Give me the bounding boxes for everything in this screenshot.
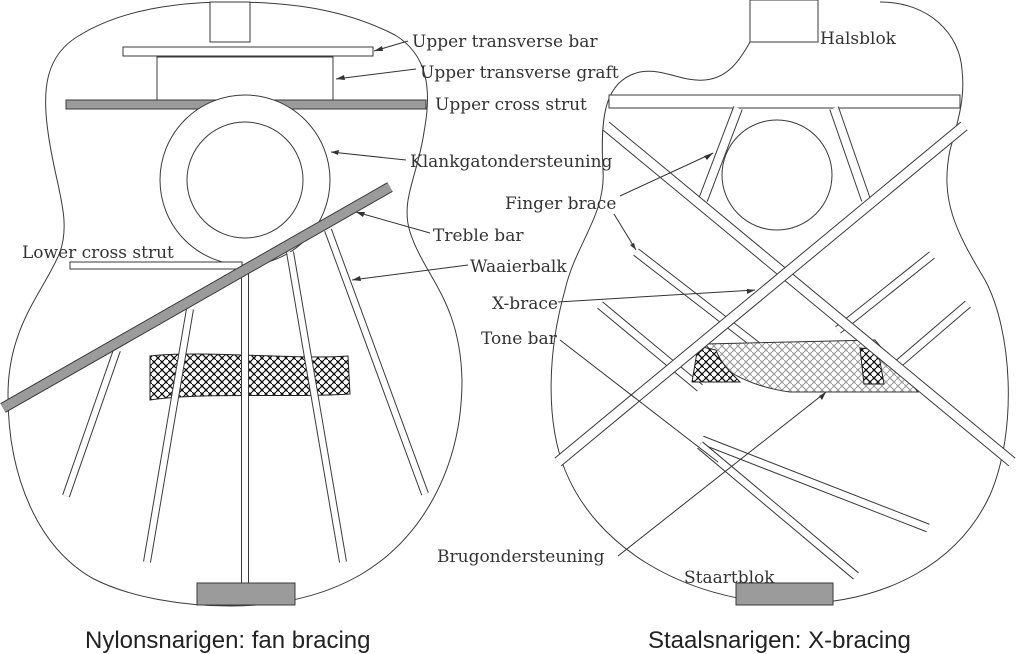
arrow-upper-transverse-graft [335, 68, 417, 80]
arrow-treble-bar [355, 211, 431, 234]
arrow-tone-bar [559, 339, 719, 463]
label-upper-cross-strut: Upper cross strut [435, 95, 587, 115]
upper-transverse-graft [156, 56, 334, 102]
steel-upper-cross-strut [608, 94, 961, 109]
lower-cross-strut [69, 261, 243, 270]
staartblok [735, 582, 834, 606]
label-tone-bar: Tone bar [481, 329, 558, 349]
upper-transverse-bar [122, 46, 374, 57]
caption-steel: Staalsnarigen: X-bracing [648, 627, 911, 654]
label-finger-brace: Finger brace [505, 194, 616, 214]
nylon-tail-block [196, 582, 296, 606]
label-klankgatondersteuning: Klankgatondersteuning [410, 152, 613, 172]
nylon-neck-block [209, 1, 251, 43]
label-upper-transverse-bar: Upper transverse bar [412, 32, 598, 52]
label-x-brace: X-brace [492, 294, 558, 314]
steel-bridge-plate [703, 339, 920, 393]
halsblok [749, 0, 819, 43]
label-waaierbalk: Waaierbalk [470, 257, 567, 277]
label-brugondersteuning: Brugondersteuning [437, 547, 605, 567]
label-upper-transverse-graft: Upper transverse graft [420, 63, 619, 83]
fan-brace-2-inner [144, 308, 193, 563]
fan-brace-5-inner [325, 228, 428, 496]
nylon-guitar-figure: Upper transverse bar Upper transverse gr… [0, 1, 619, 654]
caption-nylon: Nylonsnarigen: fan bracing [85, 627, 371, 654]
label-halsblok: Halsblok [820, 29, 897, 49]
steel-guitar-figure: Halsblok Finger brace X-brace Tone bar B… [437, 0, 1016, 654]
arrow-klankgat [330, 151, 407, 161]
fan-brace-1-inner [63, 349, 120, 497]
label-lower-cross-strut: Lower cross strut [22, 243, 174, 263]
bridge-plate [149, 353, 351, 401]
nylon-body-outline [7, 1, 463, 607]
arrow-x-brace [557, 289, 756, 303]
arrow-finger-brace [619, 152, 714, 197]
label-treble-bar: Treble bar [433, 226, 524, 246]
steel-body-outline [550, 1, 1009, 605]
steel-soundhole [721, 119, 833, 231]
treble-bar-fill [0, 183, 393, 412]
steel-bridge-plate-dark [691, 345, 742, 383]
arrow-brugondersteuning [617, 391, 827, 557]
arrow-waaierbalk [351, 264, 469, 281]
nylon-soundhole [186, 121, 304, 239]
fan-brace-4-inner [287, 251, 346, 563]
label-staartblok: Staartblok [684, 568, 775, 588]
